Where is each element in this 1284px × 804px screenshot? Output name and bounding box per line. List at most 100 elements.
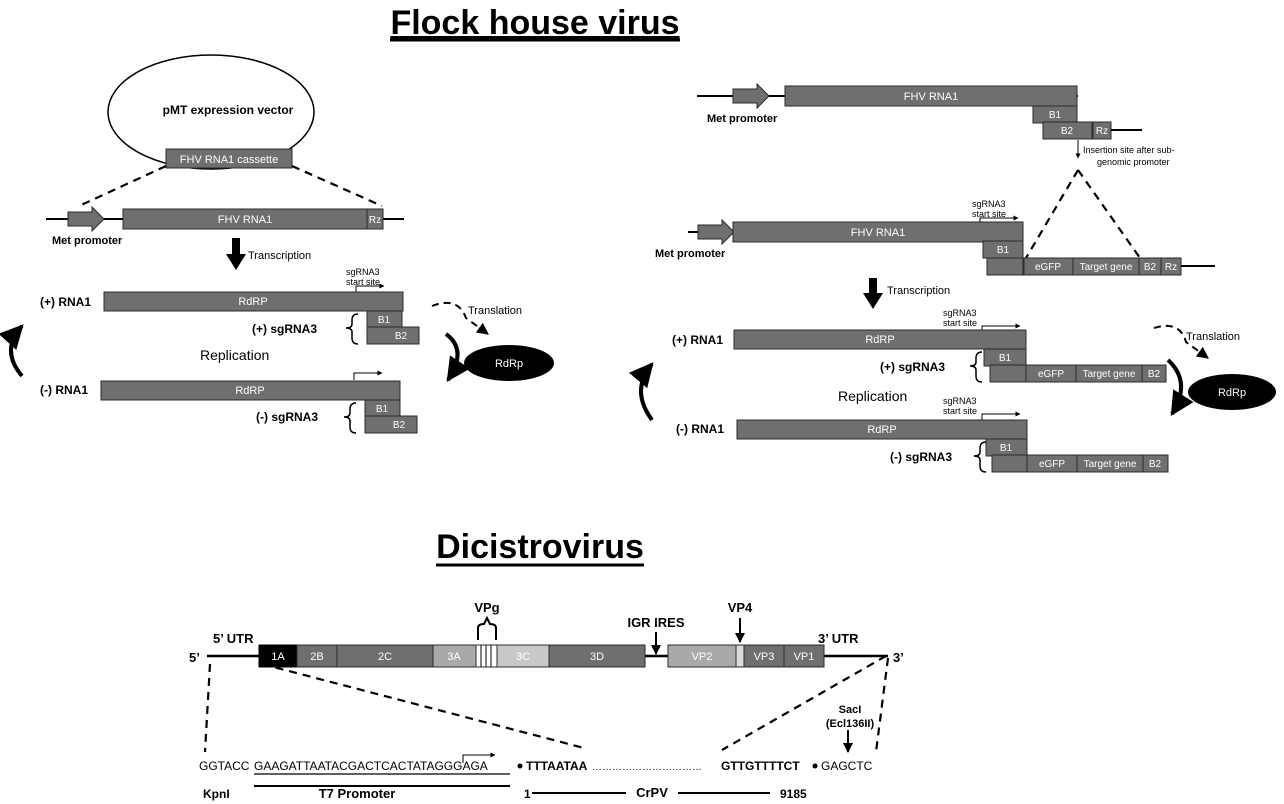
- right-top-fhv-rna1-label: FHV RNA1: [904, 91, 958, 103]
- left-minus-b1-label: B1: [376, 404, 389, 415]
- seg-3c-label: 3C: [516, 651, 530, 663]
- right-translation-dashed-arrow: [1153, 324, 1209, 359]
- right-mid-egfp-label: eGFP: [1035, 262, 1061, 273]
- right-top-met-promoter-label: Met promoter: [707, 113, 778, 125]
- right-replication-label: Replication: [838, 388, 907, 404]
- left-minus-start-arrow: [353, 370, 383, 380]
- right-mid-fhv-rna1-label: FHV RNA1: [851, 227, 905, 239]
- left-transcription-arrowhead: [226, 254, 246, 270]
- fhv-title: Flock house virus: [390, 4, 679, 42]
- left-plus-b2-label: B2: [395, 331, 408, 342]
- left-replication-label: Replication: [200, 347, 269, 363]
- right-plus-sgrna3-brace: [969, 351, 983, 383]
- igr-ires-label: IGR IRES: [627, 615, 684, 630]
- left-plus-rdrp-label: RdRP: [238, 296, 267, 308]
- right-mid-b1-tail-box: [986, 257, 1024, 276]
- right-top-rz-label: Rz: [1096, 126, 1108, 137]
- right-replication-curved-arrow: [628, 362, 654, 422]
- right-minus-rdrp-label: RdRP: [867, 424, 896, 436]
- seg-3d-box: [548, 644, 646, 668]
- fhv-rna1-cassette-label: FHV RNA1 cassette: [180, 154, 278, 166]
- kpni-label: KpnI: [203, 787, 230, 801]
- right-mid-rz-label: Rz: [1165, 262, 1177, 273]
- t7-start-arrow: [462, 752, 496, 763]
- dici-dash-5end: [203, 663, 212, 753]
- right-top-met-arrow: [732, 82, 770, 110]
- right-mid-met-promoter-label: Met promoter: [655, 248, 726, 260]
- right-plus-lead-box: [989, 364, 1027, 383]
- right-translation-label: Translation: [1186, 331, 1240, 343]
- seg-3d-label: 3D: [590, 651, 604, 663]
- left-sgrna3-start-l1: sgRNA3: [346, 267, 380, 277]
- right-plus-b1-label: B1: [999, 353, 1012, 364]
- crpv-label: CrPV: [636, 785, 668, 800]
- left-minus-rdrp-label: RdRP: [235, 385, 264, 397]
- right-construct-sg-start-l2: start site: [972, 209, 1006, 219]
- right-transcription-shaft: [869, 278, 877, 294]
- crpv-start-number: 1: [524, 787, 531, 801]
- left-minus-sgrna3-brace: [343, 402, 357, 434]
- left-minus-sgrna3-label: (-) sgRNA3: [256, 410, 318, 424]
- seq-t7-promoter: GAAGATTAATACGACTCACTATAGGGAGA: [254, 759, 488, 773]
- crpv-end-number: 9185: [780, 787, 807, 801]
- vpg-label: VPg: [474, 600, 499, 615]
- right-top-b2-box: [1042, 121, 1093, 140]
- dici-3utr-label: 3’ UTR: [818, 631, 859, 646]
- left-rdrp-protein-label: RdRp: [495, 358, 523, 370]
- left-plus-sgrna3-label: (+) sgRNA3: [252, 322, 317, 336]
- dici-dash-igr: [721, 655, 887, 751]
- right-mid-b2-label: B2: [1144, 262, 1157, 273]
- seg-2c-label: 2C: [378, 651, 392, 663]
- seg-3a-label: 3A: [447, 651, 461, 663]
- right-minus-b2-label: B2: [1149, 459, 1162, 470]
- left-plus-rdrp-box: [103, 291, 404, 312]
- seq-crpv-end: GTTGTTTTCT: [721, 759, 800, 773]
- left-plus-rna1-label: (+) RNA1: [40, 295, 91, 309]
- right-plus-b2-label: B2: [1148, 369, 1161, 380]
- left-plus-start-arrow: [355, 283, 385, 293]
- seg-vp3-label: VP3: [754, 651, 775, 663]
- right-mid-target-label: Target gene: [1080, 262, 1133, 273]
- seq-ellipsis: ……………………………: [592, 762, 702, 773]
- left-transcription-label: Transcription: [248, 250, 311, 262]
- vpg-bracket: [477, 615, 497, 640]
- right-top-b2-label: B2: [1061, 126, 1074, 137]
- right-minus-egfp-label: eGFP: [1039, 459, 1065, 470]
- t7-promoter-label: T7 Promoter: [319, 786, 396, 801]
- seg-vp1-label: VP1: [794, 651, 815, 663]
- left-rz-label: Rz: [369, 215, 381, 226]
- left-fhv-rna1-label: FHV RNA1: [218, 214, 272, 226]
- seg-vp2-label: VP2: [692, 651, 713, 663]
- right-minus-b1-label: B1: [1000, 443, 1013, 454]
- cassette-dash-right: [291, 164, 383, 208]
- right-construct-sg-start-l1: sgRNA3: [972, 199, 1006, 209]
- insertion-site-l2: genomic promoter: [1097, 157, 1170, 167]
- right-top-b1-label: B1: [1049, 110, 1062, 121]
- right-plus-rdrp-label: RdRP: [865, 334, 894, 346]
- left-minus-b2-label: B2: [393, 420, 406, 431]
- right-minus-target-label: Target gene: [1084, 459, 1137, 470]
- left-translation-dashed-arrow: [431, 302, 489, 335]
- left-transcription-shaft: [232, 238, 240, 256]
- right-minus-rdrp-box: [736, 419, 1028, 440]
- dicistrovirus-title: Dicistrovirus: [436, 528, 644, 566]
- right-minus-sgrna3-label: (-) sgRNA3: [890, 450, 952, 464]
- pmt-vector-label: pMT expression vector: [163, 103, 294, 117]
- left-minus-b2-box: [364, 415, 418, 434]
- left-replication-curved-arrow: [0, 324, 24, 378]
- seg-1a-label: 1A: [271, 651, 285, 663]
- right-minus-rna1-label: (-) RNA1: [676, 422, 724, 436]
- right-top-fhv-rna1-box: [784, 85, 1078, 107]
- left-rz-box: [366, 208, 384, 230]
- left-met-promoter-label: Met promoter: [52, 235, 123, 247]
- saci-label: SacI: [839, 704, 862, 716]
- right-plus-egfp-label: eGFP: [1038, 369, 1064, 380]
- cassette-dash-left: [78, 165, 167, 207]
- right-plus-b2-box: [1141, 364, 1167, 383]
- seq-saci-site: GAGCTC: [821, 759, 873, 773]
- insertion-site-l1: Insertion site after sub-: [1083, 145, 1175, 155]
- left-minus-rna1-label: (-) RNA1: [40, 383, 88, 397]
- right-mid-met-arrow: [697, 218, 735, 246]
- right-plus-rdrp-box: [733, 329, 1027, 350]
- right-plus-target-label: Target gene: [1083, 369, 1136, 380]
